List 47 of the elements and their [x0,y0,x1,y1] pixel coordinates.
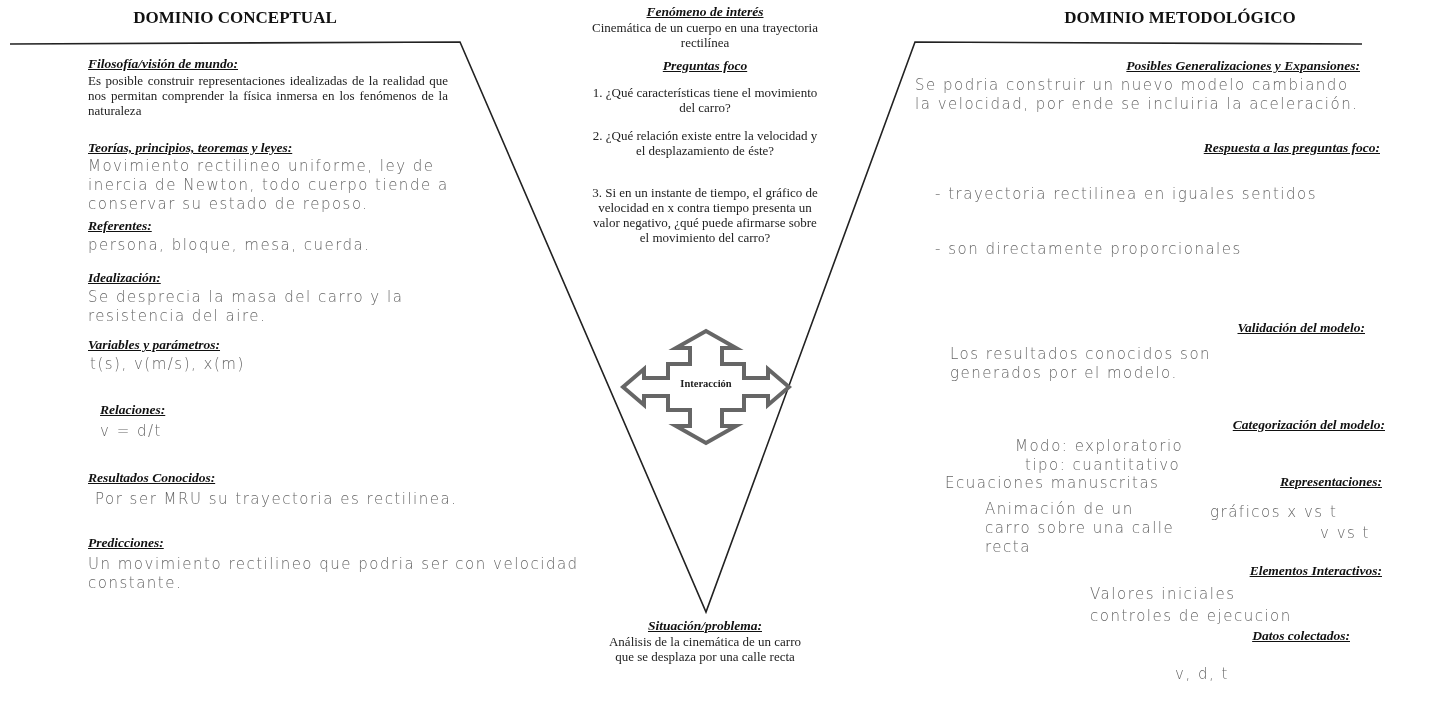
handwritten-note: gráficos x vs t [1210,503,1339,522]
section-text: 1. ¿Qué características tiene el movimiento del carro? [591,85,819,115]
handwritten-note: v = d/t [100,422,163,441]
section-text: Análisis de la cinemática de un carro que se desplaza por una calle recta [608,634,802,664]
handwritten-note: Ecuaciones manuscritas [945,474,1161,493]
section-text: 2. ¿Qué relación existe entre la velocidad y el desplazamiento de éste? [591,128,819,158]
section-heading: Idealización: [88,270,161,286]
section-heading: Validación del modelo: [1236,320,1365,336]
handwritten-note: Animación de un carro sobre una calle recta [985,500,1176,557]
section-heading: Fenómeno de interés [645,4,765,20]
section-text: Es posible construir representaciones idealizadas de la realidad que nos permitan comprender la física inmersa en los fenómenos de la naturaleza [88,73,448,118]
section-heading: Elementos Interactivos: [1248,563,1382,579]
handwritten-note: Un movimiento rectilineo que podria ser con velocidad constante. [88,555,580,593]
handwritten-note: t(s), v(m/s), x(m) [90,355,246,374]
section-heading: Posibles Generalizaciones y Expansiones: [1125,58,1360,74]
handwritten-note: Valores iniciales [1090,585,1237,604]
handwritten-note: Se desprecia la masa del carro y la resistencia del aire. [88,288,405,326]
domain-heading: DOMINIO METODOLÓGICO [1063,8,1297,28]
handwritten-note: controles de ejecucion [1090,607,1293,626]
handwritten-note: Modo: exploratorio [1015,437,1185,456]
section-heading: Referentes: [88,218,152,234]
handwritten-note: tipo: cuantitativo [1025,456,1182,475]
section-text: Cinemática de un cuerpo en una trayectoria rectilínea [591,20,819,50]
handwritten-note: Se podria construir un nuevo modelo cambiando la velocidad, por ende se incluiria la aceleración. [915,76,1360,114]
section-heading: Filosofía/visión de mundo: [88,56,239,72]
section-heading: Teorías, principios, teoremas y leyes: [88,140,293,156]
section-heading: Categorización del modelo: [1231,417,1385,433]
node-label: Interacción [679,378,733,389]
section-heading: Preguntas foco [661,58,749,74]
section-heading: Datos colectados: [1251,628,1350,644]
handwritten-note: Por ser MRU su trayectoria es rectilinea. [95,490,459,509]
handwritten-note: - son directamente proporcionales [935,240,1243,259]
handwritten-note: Movimiento rectilineo uniforme, ley de inercia de Newton, todo cuerpo tiende a conservar su estado de reposo. [88,157,450,214]
section-heading: Situación/problema: [647,618,763,634]
handwritten-note: v, d, t [1175,665,1230,684]
handwritten-note: persona, bloque, mesa, cuerda. [88,236,372,255]
section-heading: Representaciones: [1279,474,1382,490]
section-heading: Variables y parámetros: [88,337,220,353]
handwritten-note: Los resultados conocidos son generados por el modelo. [950,345,1213,383]
section-text: 3. Si en un instante de tiempo, el gráfico de velocidad en x contra tiempo presenta un valor negativo, ¿qué puede afirmarse sobre el movimiento del carro? [591,185,819,245]
section-heading: Relaciones: [100,402,166,418]
section-heading: Respuesta a las preguntas foco: [1202,140,1380,156]
handwritten-note: v vs t [1320,524,1371,543]
handwritten-note: - trayectoria rectilinea en iguales sentidos [935,185,1318,204]
section-heading: Resultados Conocidos: [88,470,216,486]
domain-heading: DOMINIO CONCEPTUAL [132,8,338,28]
section-heading: Predicciones: [88,535,164,551]
